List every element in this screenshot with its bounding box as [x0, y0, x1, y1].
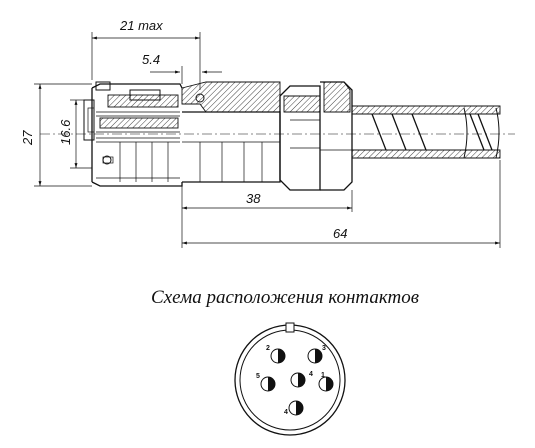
pin-contact — [290, 372, 306, 388]
dim-5-4: 5.4 — [142, 52, 160, 67]
plug-front-cap — [95, 81, 111, 91]
dim-38: 38 — [246, 191, 261, 206]
pin-contact — [260, 376, 276, 392]
middle-body — [182, 111, 281, 183]
strain-relief-upper — [351, 105, 501, 115]
pin-contact — [270, 348, 286, 364]
pin-label: 4 — [284, 409, 288, 416]
spring-coils — [371, 113, 493, 151]
dim-16-6: 16.6 — [58, 119, 73, 145]
pin-label: 3 — [322, 345, 326, 352]
dim-64: 64 — [333, 226, 347, 241]
cable-break-lines — [463, 107, 500, 159]
dim-27: 27 — [20, 130, 35, 146]
pin-layout-caption: Схема расположения контактов — [151, 287, 419, 308]
detent-ball — [195, 93, 205, 103]
contact-insert-section — [107, 94, 179, 108]
pin-label: 2 — [266, 345, 270, 352]
pin-contact — [307, 348, 323, 364]
connector-side-view — [40, 81, 515, 191]
pin-contact — [288, 400, 304, 416]
strain-relief-lower — [351, 149, 501, 159]
contact-insert-section-lower — [99, 117, 179, 129]
key-notch — [285, 322, 295, 333]
cable-gland-section — [323, 81, 351, 113]
pin-label: 1 — [321, 372, 325, 379]
dim-21-max: 21 max — [119, 18, 163, 33]
coupling-nut-section — [181, 81, 281, 113]
plug-nose-inner — [87, 107, 95, 133]
rear-nut-section — [283, 95, 321, 113]
pin-label: 4 — [309, 371, 313, 378]
pin-label: 5 — [256, 373, 260, 380]
pin-contact — [318, 376, 334, 392]
pin-layout-diagram: 2 3 5 4 1 4 — [234, 322, 346, 436]
grip-ribs — [96, 141, 180, 182]
dimension-lines — [34, 32, 501, 248]
